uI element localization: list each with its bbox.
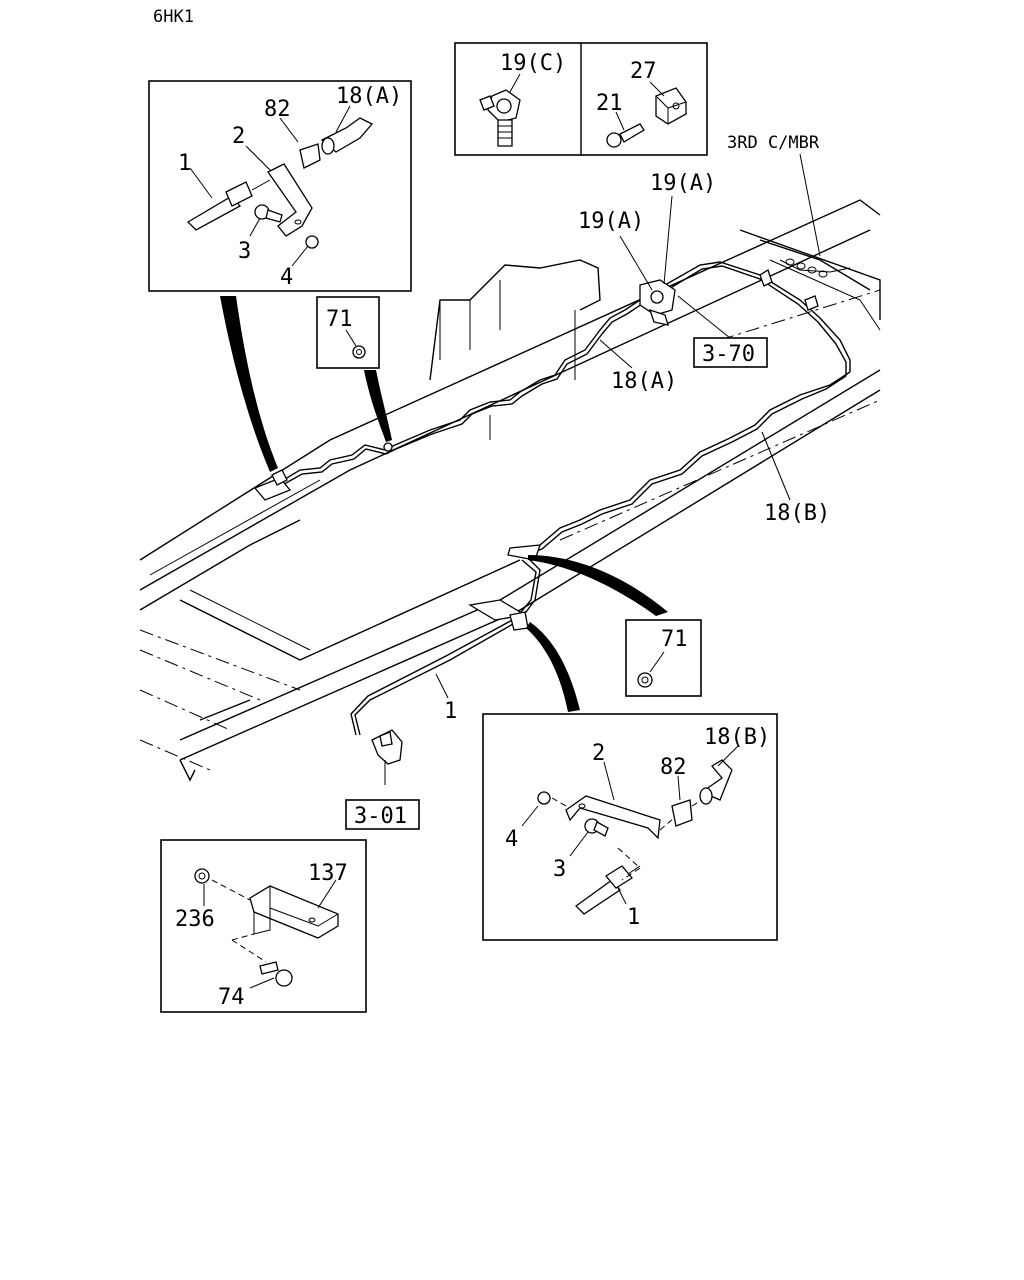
label-part-27: 27	[630, 59, 657, 84]
brake-pipe-18a	[269, 261, 851, 493]
label-part-71-upper: 71	[326, 307, 353, 332]
detail-box-a: 1 2 82 18(A) 3 4	[148, 80, 412, 292]
brake-pipe-18b	[524, 371, 851, 556]
label-part-18b-b: 18(B)	[704, 725, 770, 750]
label-part-19c: 19(C)	[500, 51, 566, 76]
three-way-connector-icon	[639, 279, 676, 326]
model-code: 6HK1	[153, 7, 194, 27]
label-part-19a-upper: 19(A)	[650, 171, 716, 196]
ref-3-70-label: 3-70	[702, 342, 755, 367]
clip-icon	[383, 269, 819, 452]
flexible-hose-icon	[371, 729, 403, 785]
bracket-box: 137 236 74	[160, 839, 367, 1013]
nut-icon	[352, 345, 366, 359]
ref-3-01-label: 3-01	[354, 804, 407, 829]
nut-icon	[194, 868, 210, 884]
label-part-21: 21	[596, 91, 623, 116]
clip-icon	[299, 143, 321, 169]
flexible-hose-icon	[320, 117, 374, 155]
label-part-19a-lower: 19(A)	[578, 209, 644, 234]
label-part-3: 3	[238, 239, 251, 264]
label-part-71-lower: 71	[661, 627, 688, 652]
brake-pipe-1	[350, 554, 541, 736]
label-part-1-chassis: 1	[444, 699, 457, 724]
bracket-icon	[249, 885, 339, 939]
label-part-1-b: 1	[627, 905, 640, 930]
nut-icon	[537, 791, 551, 805]
label-part-82-b: 82	[660, 755, 687, 780]
label-part-18b-chassis: 18(B)	[764, 501, 830, 526]
bracket-icon	[565, 795, 661, 840]
label-part-3-b: 3	[553, 857, 566, 882]
ref-box-3-01[interactable]: 3-01	[345, 799, 420, 830]
nut-icon	[637, 672, 653, 688]
nut-icon	[305, 235, 319, 249]
label-part-137: 137	[308, 861, 348, 886]
ref-box-3-70[interactable]: 3-70	[693, 337, 768, 368]
bolt-icon	[254, 204, 283, 223]
label-third-cross-member: 3RD C/MBR	[727, 133, 820, 153]
label-part-82: 82	[264, 97, 291, 122]
label-part-2: 2	[232, 124, 245, 149]
brake-pipe-icon	[186, 179, 271, 231]
label-part-18a: 18(A)	[336, 84, 402, 109]
leader-arc-detail-b	[526, 622, 580, 712]
detail-box-b: 2 18(B) 82 4 3 1	[482, 713, 778, 941]
bolt-icon	[259, 961, 293, 987]
brake-pipe-icon	[575, 865, 641, 915]
bolt-icon	[606, 123, 645, 148]
leader-arc-nut71-upper	[364, 370, 392, 442]
bolt-icon	[584, 818, 609, 837]
three-way-connector-icon	[479, 89, 521, 147]
label-part-2-b: 2	[592, 741, 605, 766]
label-part-74: 74	[218, 985, 245, 1010]
flexible-hose-icon	[699, 759, 733, 805]
label-part-4-b: 4	[505, 827, 518, 852]
label-part-1: 1	[178, 151, 191, 176]
bracket-icon	[267, 163, 313, 237]
label-part-4: 4	[280, 265, 293, 290]
nut-71-upper-box: 71	[316, 296, 380, 369]
label-part-236: 236	[175, 907, 215, 932]
clip-icon	[671, 799, 693, 827]
leader-arc-nut71-lower	[528, 555, 668, 616]
nut-71-lower-box: 71	[625, 619, 702, 697]
label-part-18a-chassis: 18(A)	[611, 369, 677, 394]
leader-arc-detail-a	[220, 296, 278, 472]
clamp-icon	[655, 87, 687, 125]
clamp-box: 19(C) 27 21	[454, 42, 708, 156]
pipe-bracket-upper	[253, 469, 292, 501]
